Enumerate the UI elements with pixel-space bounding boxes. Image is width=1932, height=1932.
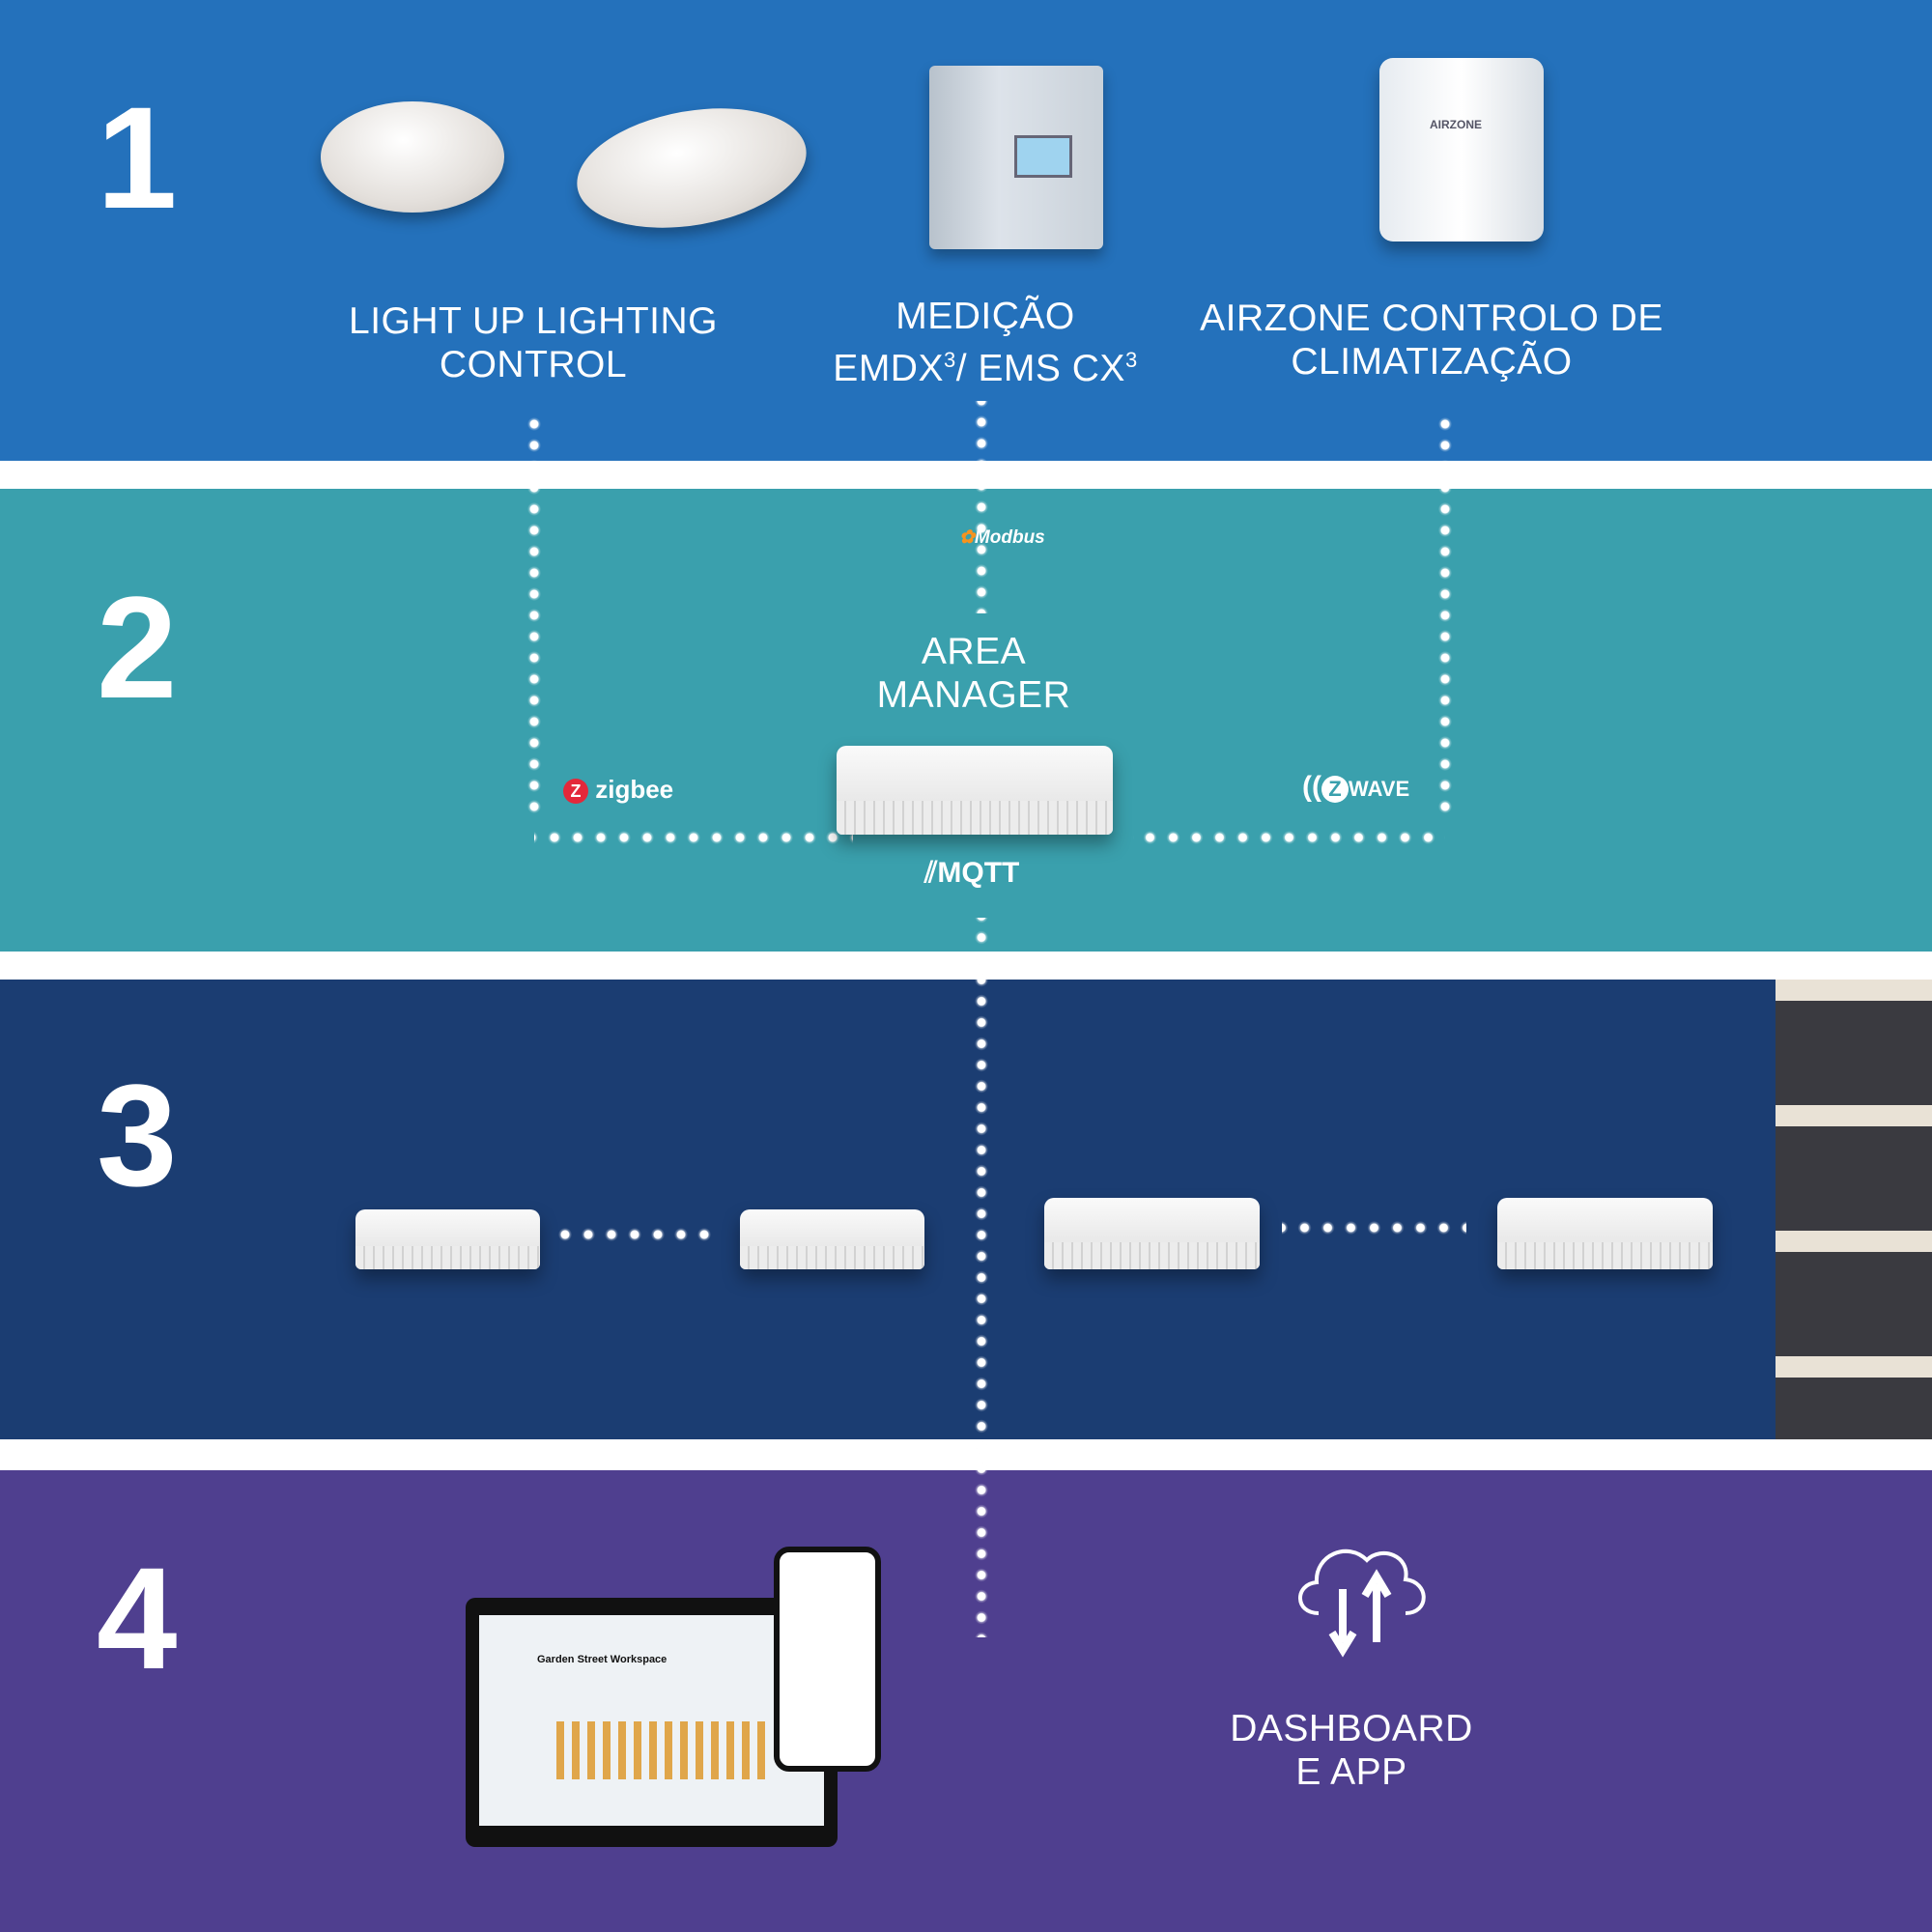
section-number: 2 [97,566,178,728]
airzone-label: AIRZONE CONTROLO DE CLIMATIZAÇÃO [1200,297,1663,384]
label-line: AREA [921,631,1027,672]
light-sensor-image [321,101,504,213]
zigbee-label: zigbee [595,775,674,804]
modbus-label: Modbus [974,527,1045,548]
airzone-controller-image: AIRZONE [1379,58,1544,242]
label-line: MEDIÇÃO [895,296,1075,337]
connection-line [1282,1221,1466,1235]
area-manager-device [837,746,1113,835]
zigbee-icon: Z [563,779,588,805]
modbus-icon: ✿ [959,527,975,548]
connection-line [1133,831,1445,844]
zwave-label: WAVE [1348,777,1410,801]
dashboard-title: Garden Street Workspace [537,1654,668,1665]
connection-line [975,918,988,1637]
connection-line [975,401,988,613]
building-image [1776,980,1932,1439]
dashboard-label: DASHBOARD E APP [1230,1707,1473,1794]
zwave-z: Z [1321,776,1349,803]
connection-line [554,1228,715,1241]
zwave-icon: (( [1302,771,1321,803]
section-number: 3 [97,1054,178,1216]
metering-label: MEDIÇÃO EMDX3/ EMS CX3 [833,295,1137,390]
modbus-logo: ✿Modbus [959,526,1045,549]
cloud-upload-download-icon [1290,1536,1435,1662]
area-manager-device [740,1209,924,1269]
connection-line [534,831,853,844]
mqtt-logo: ⫽MQTT [924,857,1019,890]
label-line: CLIMATIZAÇÃO [1291,341,1573,383]
area-manager-device [1044,1198,1260,1269]
label-line: LIGHT UP LIGHTING [349,300,718,342]
area-manager-label: AREA MANAGER [877,630,1071,717]
label-line: AIRZONE CONTROLO DE [1200,298,1663,339]
lighting-label: LIGHT UP LIGHTING CONTROL [349,299,718,386]
text: / EMS CX [955,348,1125,389]
text: EMDX [833,348,944,389]
label-line: MANAGER [876,674,1071,716]
superscript: 3 [1124,348,1138,372]
connection-line [527,412,541,818]
mqtt-icon: ⫽ [924,857,938,889]
section-dashboard [0,1470,1932,1932]
label-line: DASHBOARD [1230,1708,1473,1749]
label-line: E APP [1295,1751,1407,1793]
label-line: CONTROL [439,344,628,385]
area-manager-device [355,1209,540,1269]
section-number: 4 [97,1537,178,1699]
zigbee-logo: Z zigbee [563,775,673,805]
superscript: 3 [943,348,956,372]
phone-image [774,1547,881,1772]
area-manager-device [1497,1198,1713,1269]
section-area-manager [0,489,1932,952]
dashboard-screen: Garden Street Workspace [479,1615,824,1826]
bar-chart-thumbnail [556,1721,769,1779]
section-number: 1 [97,76,178,239]
energy-meter-image [929,66,1103,249]
connection-line [1438,412,1452,818]
airzone-brand: AIRZONE [1430,118,1482,131]
mqtt-label: MQTT [937,857,1020,889]
label-line: EMDX3/ EMS CX3 [833,338,1137,390]
